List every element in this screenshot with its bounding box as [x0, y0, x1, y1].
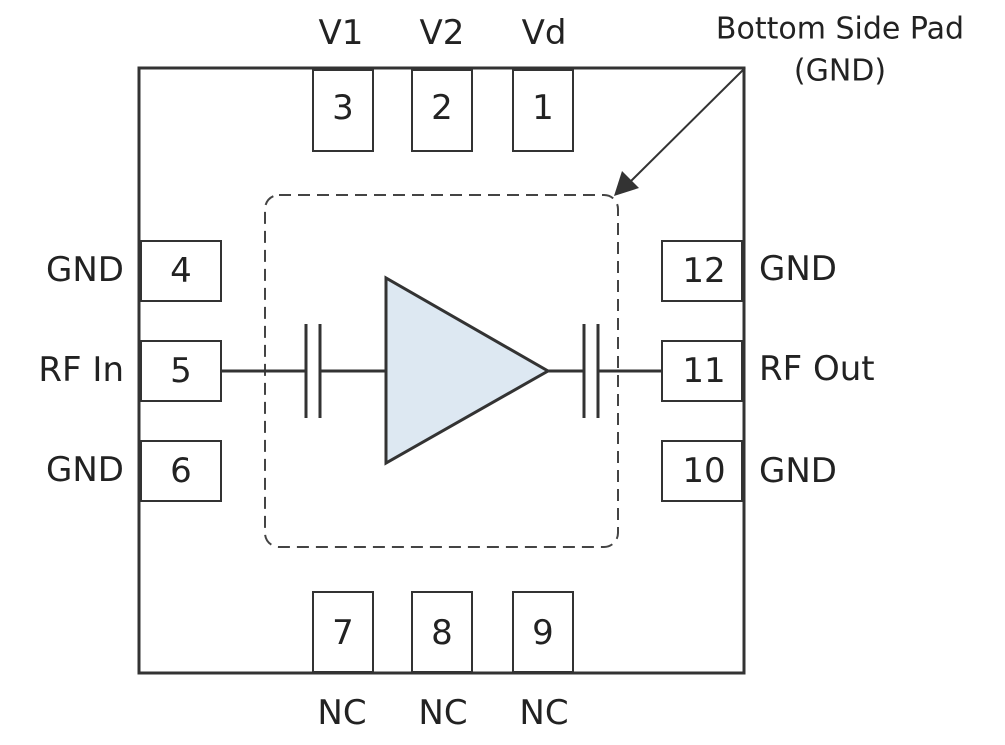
- pin-11-number: 11: [682, 351, 725, 391]
- pin-7: 7: [312, 591, 374, 673]
- callout-arrow: [614, 67, 746, 196]
- input-dc-block-capacitor: [221, 324, 386, 418]
- pin-2: 2: [411, 69, 473, 152]
- pin-9-number: 9: [532, 613, 554, 653]
- pin-1-label: Vd: [522, 13, 567, 53]
- pin-10-number: 10: [682, 451, 725, 491]
- pin-4-label: GND: [46, 250, 124, 290]
- pin-4: 4: [140, 240, 222, 302]
- pin-12-label: GND: [759, 249, 837, 289]
- pin-4-number: 4: [170, 251, 192, 291]
- pin-1: 1: [512, 69, 574, 152]
- pin-6-label: GND: [46, 450, 124, 490]
- output-dc-block-capacitor: [548, 324, 662, 418]
- pin-8: 8: [411, 591, 473, 673]
- pin-9: 9: [512, 591, 574, 673]
- pin-8-label: NC: [418, 693, 467, 733]
- pin-5: 5: [140, 340, 222, 402]
- pin-7-number: 7: [332, 613, 354, 653]
- pin-3-label: V1: [319, 13, 364, 53]
- amplifier-symbol: [384, 275, 552, 466]
- callout-subtitle: (GND): [794, 54, 886, 89]
- pin-12-number: 12: [682, 251, 725, 291]
- pin-6-number: 6: [170, 451, 192, 491]
- pin-6: 6: [140, 440, 222, 502]
- pin-2-number: 2: [431, 88, 453, 128]
- pin-10-label: GND: [759, 451, 837, 491]
- pin-7-label: NC: [317, 693, 366, 733]
- pin-12: 12: [661, 240, 743, 302]
- pin-2-label: V2: [420, 13, 465, 53]
- pin-11-label: RF Out: [759, 349, 875, 389]
- pin-5-number: 5: [170, 351, 192, 391]
- pin-10: 10: [661, 440, 743, 502]
- pin-9-label: NC: [519, 693, 568, 733]
- pin-1-number: 1: [532, 88, 554, 128]
- pin-3: 3: [312, 69, 374, 152]
- pin-8-number: 8: [431, 613, 453, 653]
- pin-3-number: 3: [332, 88, 354, 128]
- pin-5-label: RF In: [38, 350, 124, 390]
- pin-11: 11: [661, 340, 743, 402]
- callout-title: Bottom Side Pad: [716, 12, 964, 47]
